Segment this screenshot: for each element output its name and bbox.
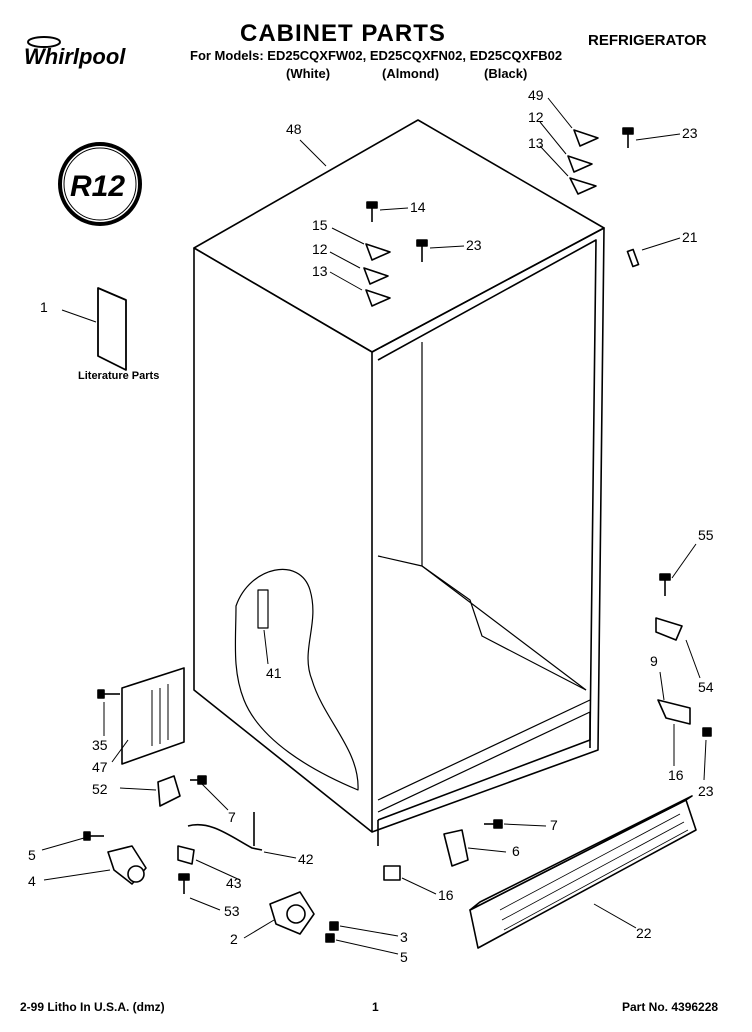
- brand-name: Whirlpool: [24, 44, 126, 69]
- callout-16-bottom: 16: [438, 887, 454, 903]
- page-title: CABINET PARTS: [240, 20, 446, 47]
- color-black: (Black): [484, 66, 528, 81]
- part-22-grille: [469, 799, 697, 949]
- callout-52: 52: [92, 781, 108, 797]
- callout-21: 21: [682, 229, 698, 245]
- part-15-hinge-cover: [365, 243, 391, 261]
- color-almond: (Almond): [382, 66, 440, 81]
- callout-47: 47: [92, 759, 108, 775]
- part-54-bracket: [655, 617, 683, 641]
- footer-litho: 2-99 Litho In U.S.A. (dmz): [20, 1000, 165, 1014]
- callout-53: 53: [224, 903, 240, 919]
- part-9-bracket: [657, 699, 691, 725]
- callout-22: 22: [636, 925, 652, 941]
- callout-35: 35: [92, 737, 108, 753]
- callout-41: 41: [266, 665, 282, 681]
- callout-labels: 48 49 12 13 23 14 15 12 23 13 21 1 55 41…: [28, 87, 714, 965]
- r12-text: R12: [70, 170, 125, 203]
- part-41-drain-tube: [257, 589, 269, 629]
- r12-refrigerant-badge: R12: [56, 140, 144, 228]
- part-12-hinge-top: [567, 155, 593, 173]
- part-49-hinge-cover: [573, 129, 599, 147]
- cabinet-front-frame: [371, 227, 605, 833]
- callout-49: 49: [528, 87, 544, 103]
- callout-14: 14: [410, 199, 426, 215]
- color-white: (White): [286, 66, 331, 81]
- callout-13-top: 13: [528, 135, 544, 151]
- appliance-category: REFRIGERATOR: [588, 32, 707, 49]
- callout-5-bottom: 5: [400, 949, 408, 965]
- part-16-clip: [383, 865, 401, 881]
- callout-5-left: 5: [28, 847, 36, 863]
- callout-7-left: 7: [228, 809, 236, 825]
- footer-part-number: Part No. 4396228: [622, 1000, 719, 1014]
- callout-2: 2: [230, 931, 238, 947]
- callout-6: 6: [512, 843, 520, 859]
- callout-1: 1: [40, 299, 48, 315]
- part-52-bracket: [157, 775, 181, 807]
- literature-parts-label: Literature Parts: [78, 370, 160, 382]
- part-42-tube: [187, 823, 263, 851]
- callout-7-right: 7: [550, 817, 558, 833]
- callout-23-right: 23: [698, 783, 714, 799]
- part-13-hinge: [569, 177, 597, 195]
- callout-54: 54: [698, 679, 714, 695]
- callout-23-top: 23: [682, 125, 698, 141]
- footer-page-number: 1: [372, 1000, 379, 1014]
- callout-9: 9: [650, 653, 658, 669]
- part-43-clip: [177, 845, 195, 865]
- callout-55: 55: [698, 527, 714, 543]
- part-13-hinge-left: [365, 289, 391, 307]
- screws: [83, 127, 712, 943]
- callout-12-top: 12: [528, 109, 544, 125]
- part-21-pin: [626, 248, 640, 268]
- callout-23-left: 23: [466, 237, 482, 253]
- cabinet-inner-frame: [377, 239, 597, 821]
- callout-13-left: 13: [312, 263, 328, 279]
- callout-4: 4: [28, 873, 36, 889]
- callout-48: 48: [286, 121, 302, 137]
- leader-lines: [41, 97, 707, 955]
- whirlpool-logo: Whirlpool: [22, 34, 150, 74]
- callout-42: 42: [298, 851, 314, 867]
- part-1-literature: [97, 287, 127, 371]
- part-12-hinge-left: [363, 267, 389, 285]
- callout-43: 43: [226, 875, 242, 891]
- callout-12-left: 12: [312, 241, 328, 257]
- callout-16-right: 16: [668, 767, 684, 783]
- models-line: For Models: ED25CQXFW02, ED25CQXFN02, ED…: [190, 48, 563, 63]
- part-6-bracket: [443, 829, 469, 867]
- callout-3: 3: [400, 929, 408, 945]
- part-47-panel: [121, 667, 185, 765]
- callout-15: 15: [312, 217, 328, 233]
